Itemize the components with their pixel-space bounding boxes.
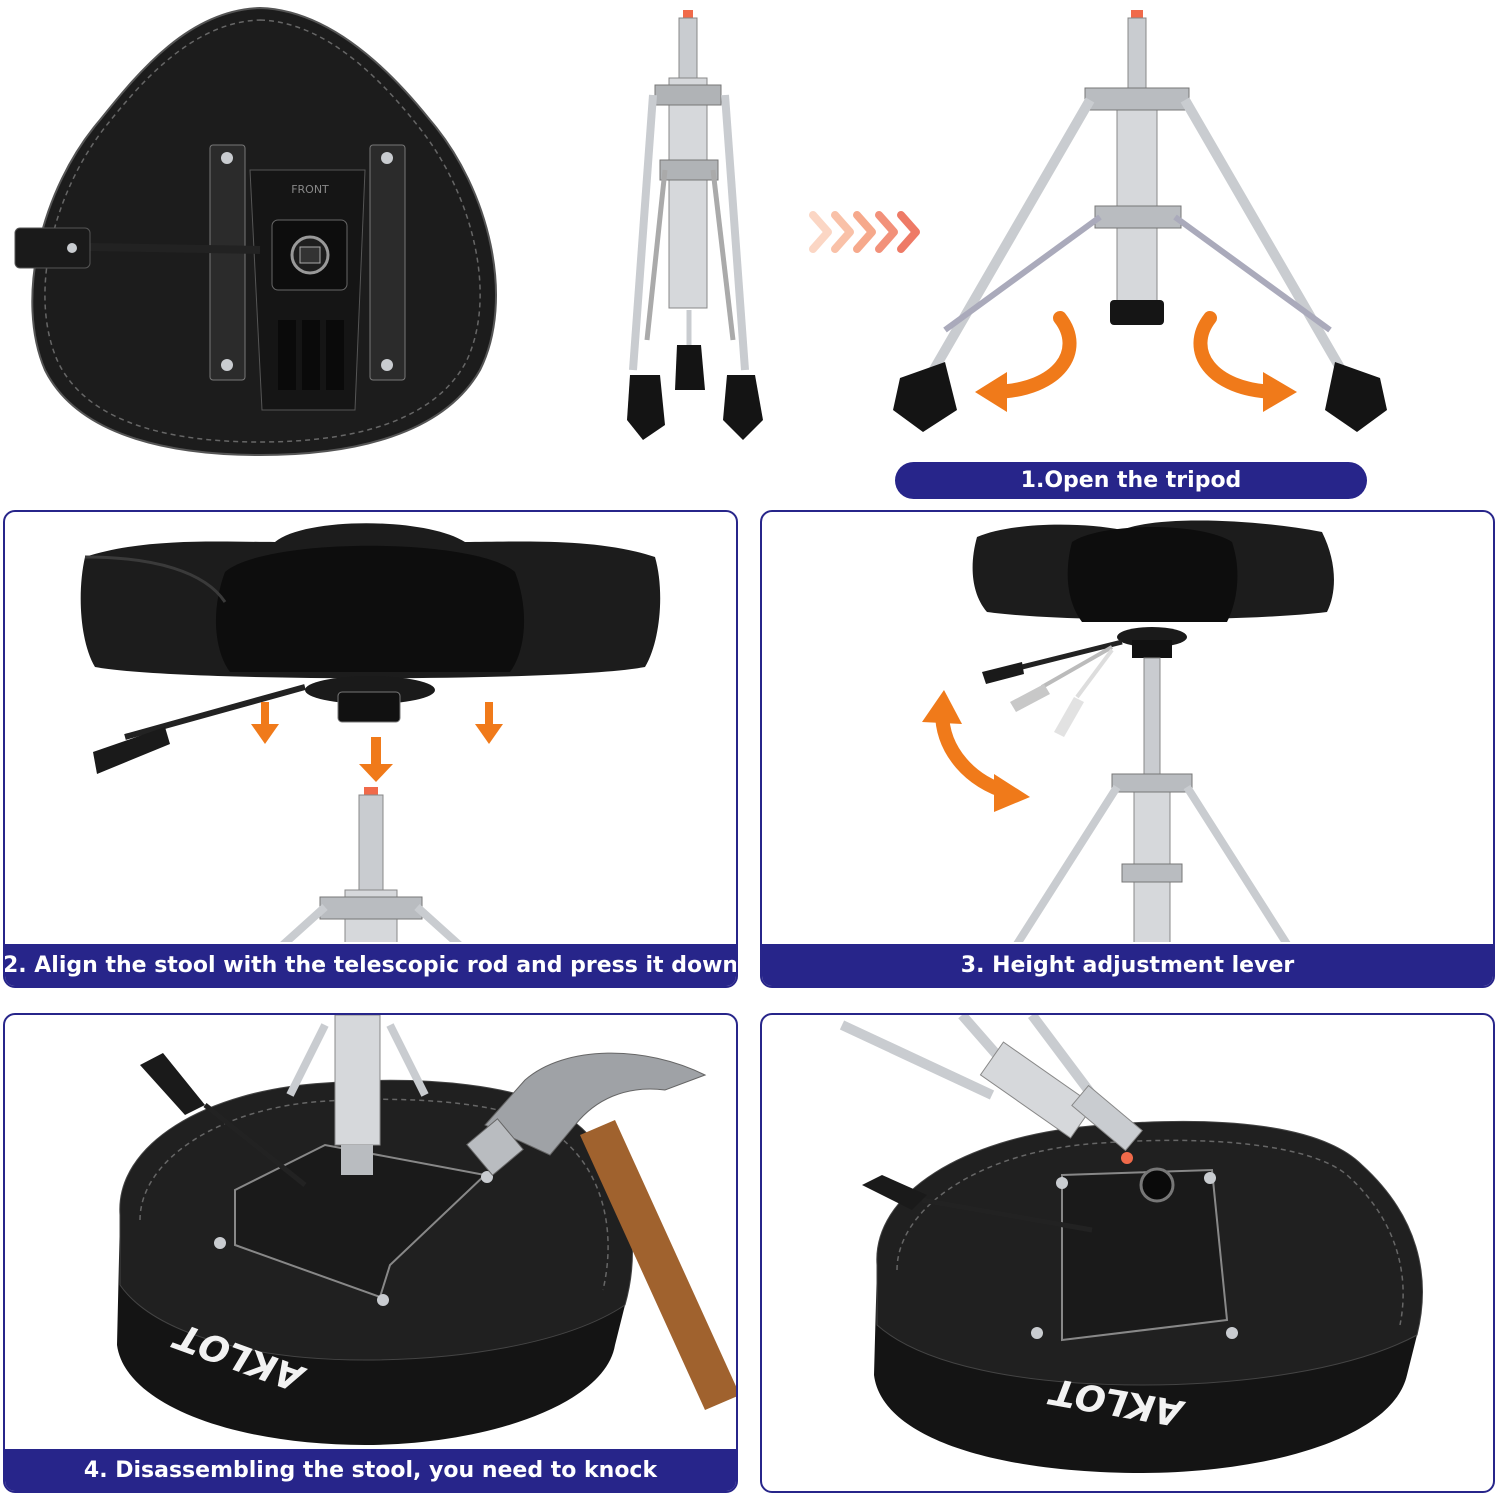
front-stamp: FRONT xyxy=(291,183,329,196)
seat-bottom-image: FRONT xyxy=(10,0,510,460)
step-4-panel: AKLOT 4. Disassembling the stool, you ne… xyxy=(3,1013,738,1493)
step-2-caption: 2. Align the stool with the telescopic r… xyxy=(5,944,736,986)
hammer-head xyxy=(484,1052,707,1156)
hammer-handle xyxy=(580,1120,736,1410)
disassembly-detail-panel: AKLOT xyxy=(760,1013,1495,1493)
mount-plate-left xyxy=(209,144,246,381)
right-curved-arrow xyxy=(1193,311,1282,399)
step-4-caption: 4. Disassembling the stool, you need to … xyxy=(5,1449,736,1491)
lever-handle xyxy=(93,727,170,774)
lever-handle xyxy=(14,227,91,269)
socket-hole xyxy=(1139,1167,1175,1203)
left-curved-arrow xyxy=(988,311,1077,399)
folded-tripod-image xyxy=(615,0,775,450)
disassembly-detail-illustration: AKLOT xyxy=(839,1015,1423,1473)
step-3-illustration xyxy=(922,520,1334,942)
step-3-panel: 3. Height adjustment lever xyxy=(760,510,1495,988)
step-2-panel: 2. Align the stool with the telescopic r… xyxy=(3,510,738,988)
direction-chevrons xyxy=(808,210,933,255)
step-3-caption: 3. Height adjustment lever xyxy=(762,944,1493,986)
step-4-illustration: AKLOT xyxy=(117,1015,736,1445)
step-1-caption: 1.Open the tripod xyxy=(895,462,1367,499)
mount-plate-right xyxy=(369,144,406,381)
open-tripod-image xyxy=(885,0,1395,450)
step-2-illustration xyxy=(80,523,661,942)
